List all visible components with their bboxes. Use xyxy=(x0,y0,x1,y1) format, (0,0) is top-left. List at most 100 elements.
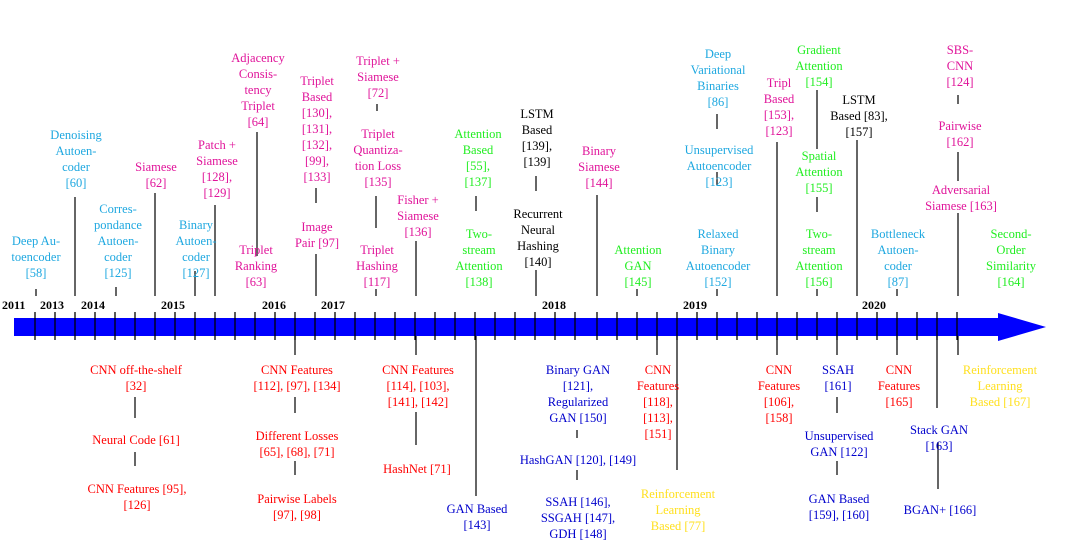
label-line: [132], xyxy=(301,138,333,152)
year-label-2011: 2011 xyxy=(2,298,26,312)
label-line: Attention xyxy=(614,243,662,257)
label-line: [130], xyxy=(301,106,333,120)
label-line: [126] xyxy=(123,498,151,512)
label-line: Neural Code [61] xyxy=(92,433,180,447)
label-line: Binary GAN xyxy=(545,363,611,377)
label-line: [162] xyxy=(946,135,974,149)
label-line: Quantiza- xyxy=(353,143,403,157)
label-line: Attention xyxy=(454,127,502,141)
label-line: Fisher + xyxy=(397,193,439,207)
label-line: [62] xyxy=(145,176,167,190)
label-line: [86] xyxy=(707,95,729,109)
label-line: Corres- xyxy=(99,202,137,216)
label-line: Hashing xyxy=(517,239,559,253)
label-line: [55], xyxy=(466,159,490,173)
label-line: CNN Features [95], xyxy=(87,482,187,496)
label-line: Hashing xyxy=(356,259,398,273)
label-line: HashGAN [120], [149] xyxy=(519,453,637,467)
label-line: CNN off-the-shelf xyxy=(90,363,182,377)
label-line: Adjacency xyxy=(231,51,285,65)
label-line: [114], [103], xyxy=(386,379,450,393)
below-label-cnn-off-the-shelf: CNN off-the-shelf[32] xyxy=(90,362,182,394)
label-line: [133] xyxy=(303,170,331,184)
label-line: SSGAH [147], xyxy=(540,511,616,525)
label-line: [135] xyxy=(364,175,392,189)
label-line: Gradient xyxy=(797,43,841,57)
label-line: Siamese xyxy=(135,160,177,174)
label-line: Order xyxy=(996,243,1026,257)
label-line: Based xyxy=(763,92,795,106)
label-line: Unsupervised xyxy=(804,429,874,443)
label-line: Pair [97] xyxy=(294,236,340,250)
label-line: [125] xyxy=(104,266,132,280)
label-line: Triplet xyxy=(239,243,273,257)
label-line: [65], [68], [71] xyxy=(259,445,335,459)
label-line: Triplet + xyxy=(356,54,400,68)
label-line: SSAH xyxy=(822,363,854,377)
above-label-siamese: Siamese [62] xyxy=(135,159,177,191)
label-line: [138] xyxy=(465,275,493,289)
label-line: Regularized xyxy=(547,395,609,409)
below-label-cnn-features: CNN Features[112], [97], [134] xyxy=(253,362,340,394)
label-line: Neural xyxy=(520,223,555,237)
label-line: Unsupervised xyxy=(684,143,754,157)
label-line: Recurrent xyxy=(513,207,563,221)
label-line: Reinforcement xyxy=(962,363,1038,377)
label-line: Binary xyxy=(581,144,617,158)
label-line: [143] xyxy=(463,518,491,532)
label-line: [159], [160] xyxy=(808,508,870,522)
label-line: CNN xyxy=(885,363,913,377)
label-line: CNN xyxy=(644,363,672,377)
below-label-ssah: SSAH [161] xyxy=(822,362,854,394)
year-label-2019: 2019 xyxy=(683,298,707,312)
label-line: [158] xyxy=(765,411,793,425)
label-line: [118], xyxy=(643,395,673,409)
above-label-deep-au-toencoder: Deep Au-toencoder[58] xyxy=(11,233,60,281)
below-label-cnn-features: CNN Features [95], [126] xyxy=(88,481,187,513)
label-line: [123] xyxy=(765,124,793,138)
label-line: Siamese xyxy=(578,160,620,174)
label-line: Consis- xyxy=(238,67,278,81)
label-line: [58] xyxy=(25,266,47,280)
label-line: [153], xyxy=(763,108,795,122)
label-line: Siamese xyxy=(357,70,399,84)
label-line: tion Loss xyxy=(354,159,402,173)
below-label-gan-based: GAN Based[159], [160] xyxy=(809,491,870,523)
label-line: [164] xyxy=(997,275,1025,289)
label-line: [161] xyxy=(824,379,852,393)
label-line: [117] xyxy=(363,275,391,289)
year-label-2020: 2020 xyxy=(862,298,886,312)
label-line: Attention xyxy=(795,165,843,179)
label-line: Pairwise xyxy=(938,119,982,133)
label-line: Based [167] xyxy=(969,395,1031,409)
label-line: Image xyxy=(301,220,333,234)
above-label-patch-siamese: Patch +Siamese[128],[129] xyxy=(196,137,238,201)
label-line: [129] xyxy=(203,186,231,200)
label-line: Reinforcement xyxy=(640,487,716,501)
label-line: [157] xyxy=(845,125,873,139)
label-line: [121], xyxy=(562,379,594,393)
below-label-bgan: BGAN+ [166] xyxy=(904,502,977,518)
label-line: Based xyxy=(521,123,553,137)
year-label-2014: 2014 xyxy=(81,298,105,312)
label-line: Based [83], xyxy=(830,109,888,123)
label-line: Binary xyxy=(700,243,736,257)
label-line: [113], xyxy=(643,411,673,425)
label-line: Autoen- xyxy=(175,234,217,248)
label-line: [139] xyxy=(523,155,551,169)
label-line: [128], xyxy=(201,170,233,184)
label-line: LSTM xyxy=(520,107,554,121)
